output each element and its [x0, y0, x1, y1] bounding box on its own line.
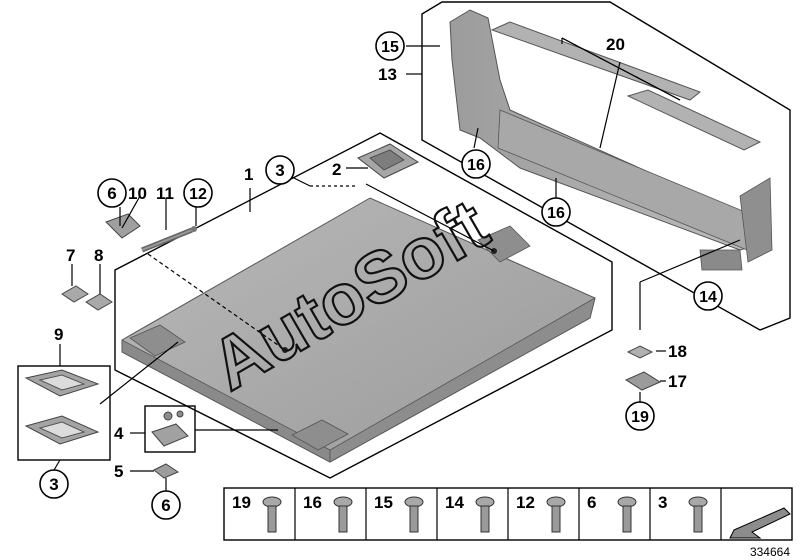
- fastener-number: 14: [445, 493, 464, 512]
- pad-18: [626, 345, 654, 359]
- assembly-frame-1: [114, 132, 613, 479]
- trim-strip-lower: [626, 89, 762, 151]
- clip-part-5: [153, 463, 180, 479]
- fastener-shank-icon: [551, 505, 561, 533]
- fastener-number: 15: [374, 493, 393, 512]
- fastener-cell-16: 16: [303, 488, 367, 540]
- callout-3b: 3: [49, 475, 58, 494]
- floor-panel-assembly: [114, 132, 613, 479]
- panel-mount-point: [282, 347, 288, 353]
- callout-4: 4: [114, 424, 124, 443]
- fastener-shank-icon: [267, 505, 277, 533]
- callout-16b: 16: [547, 205, 565, 222]
- callout-circle-14: [693, 281, 723, 311]
- callout-14: 14: [699, 289, 717, 306]
- callout-6a: 6: [107, 184, 116, 203]
- panel-recess-rear: [291, 419, 349, 451]
- callout-10: 10: [128, 184, 147, 203]
- handle-part: [357, 143, 420, 179]
- callout-17: 17: [668, 372, 687, 391]
- callout-11: 11: [156, 184, 174, 203]
- panel-recess-front: [129, 324, 186, 357]
- callout-circle-6a: [97, 178, 127, 208]
- fastener-number: 16: [303, 493, 322, 512]
- fastener-shank-icon: [693, 505, 703, 533]
- callout-circle-6b: [151, 490, 181, 520]
- callout-18: 18: [668, 342, 687, 361]
- callout-circle-12: [183, 178, 213, 208]
- callout-16a: 16: [467, 157, 485, 174]
- callout-20: 20: [606, 35, 625, 54]
- callout-circle-15: [375, 31, 405, 61]
- fastener-shank-icon: [622, 505, 632, 533]
- fastener-cell-14: 14: [445, 488, 509, 540]
- document-id: 334664: [750, 545, 790, 559]
- trim-panel: [449, 9, 773, 271]
- frame-parts-9: [24, 369, 100, 445]
- fastener-cell-12: 12: [516, 488, 580, 540]
- fastener-shank-icon: [480, 505, 490, 533]
- callout-circle-3a: [265, 155, 295, 185]
- callout-circle-16a: [461, 149, 491, 179]
- callout-1: 1: [244, 165, 253, 184]
- clip-part-17: [624, 371, 662, 391]
- callout-15: 15: [381, 39, 399, 56]
- callout-19: 19: [631, 409, 649, 426]
- fastener-strip: 19 16 15 14 12 6 3: [223, 487, 793, 541]
- panel-recess-right: [477, 225, 531, 263]
- callout-circle-16b: [541, 197, 571, 227]
- fastener-cell-6: 6: [587, 488, 651, 540]
- floor-panel-side-edge: [329, 297, 596, 463]
- fastener-shank-icon: [338, 505, 348, 533]
- callout-6b: 6: [161, 496, 170, 515]
- fastener-number: 12: [516, 493, 535, 512]
- pad-8: [85, 293, 113, 311]
- callout-5: 5: [114, 462, 123, 481]
- pad-7: [61, 285, 89, 303]
- clip-parts-4: [151, 410, 189, 447]
- frame-box-9: [17, 365, 111, 461]
- fastener-number: 6: [587, 493, 596, 512]
- fastener-cell-3: 3: [658, 488, 722, 540]
- leader-lines: [53, 37, 741, 492]
- callout-8: 8: [94, 246, 103, 265]
- callout-circle-19: [625, 401, 655, 431]
- arrow-icon: [729, 507, 791, 539]
- callout-12: 12: [189, 186, 207, 203]
- fastener-cell-15: 15: [374, 488, 438, 540]
- fastener-cell-19: 19: [232, 488, 296, 540]
- callout-2: 2: [332, 160, 341, 179]
- fastener-number: 19: [232, 493, 251, 512]
- callout-labels: 1 2 3 6 10 11 12 7 8 9 3 4 5 6 15 13 20 …: [39, 31, 723, 520]
- fastener-shank-icon: [409, 505, 419, 533]
- callout-13: 13: [378, 65, 397, 84]
- fastener-number: 3: [658, 493, 667, 512]
- callout-7: 7: [66, 246, 75, 265]
- frame-box-4: [144, 405, 196, 453]
- callout-circle-3b: [39, 469, 69, 499]
- trim-strip-upper: [490, 21, 702, 101]
- callout-9: 9: [54, 325, 63, 344]
- callout-3a: 3: [275, 161, 284, 180]
